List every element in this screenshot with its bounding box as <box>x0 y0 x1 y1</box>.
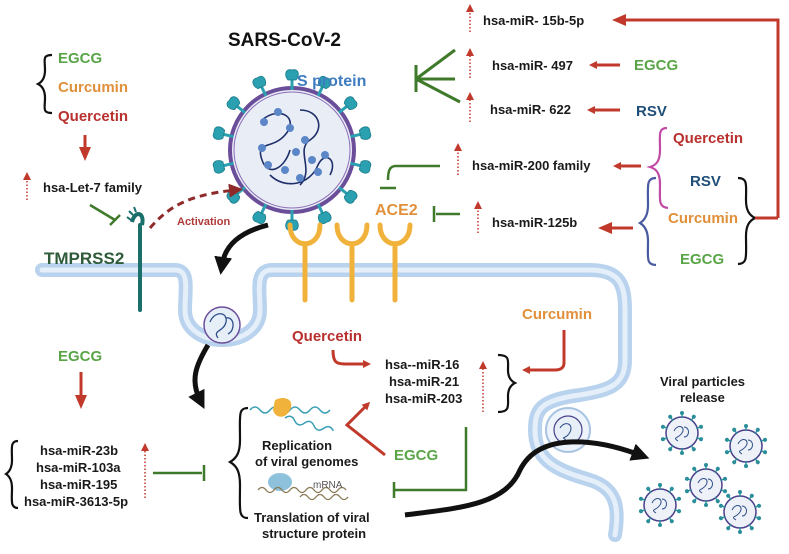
activation-label: Activation <box>177 216 230 228</box>
compound-egcg: EGCG <box>394 447 438 464</box>
brace-icon <box>35 53 53 115</box>
brace-icon <box>737 176 758 266</box>
endocytosis-arrow <box>214 222 269 275</box>
mirna-103a: hsa-miR-103a <box>36 460 121 475</box>
mirna-622: hsa-miR- 622 <box>490 102 571 117</box>
tmprss2-label: TMPRSS2 <box>44 249 124 268</box>
replication-to-mirs-arrow <box>344 401 386 457</box>
compound-egcg: EGCG <box>680 251 724 268</box>
released-virus-icon <box>718 490 762 534</box>
activation-arrow <box>148 183 243 229</box>
inhibition-line <box>395 427 468 492</box>
mrna-translation-icon <box>257 473 349 501</box>
translation-label-1: Translation of viral <box>254 510 370 525</box>
top-left-compound-group: EGCG Curcumin Quercetin hsa-Let-7 family <box>23 50 143 226</box>
endocytosed-virus-icon <box>203 306 241 344</box>
inhibition-bar <box>109 214 121 226</box>
compound-egcg: EGCG <box>634 57 678 74</box>
release-label-1: Viral particles <box>660 374 745 389</box>
rna-replication-icon <box>249 398 334 432</box>
compound-egcg: EGCG <box>58 348 102 365</box>
released-virus-icon <box>660 411 704 455</box>
let7-label: hsa-Let-7 family <box>43 180 143 195</box>
virus-title: SARS-CoV-2 <box>228 30 341 51</box>
compound-quercetin: Quercetin <box>673 130 743 147</box>
mirna-21: hsa-miR-21 <box>389 374 459 389</box>
mirna-23b: hsa-miR-23b <box>40 443 118 458</box>
compound-curcumin: Curcumin <box>668 210 738 227</box>
mirna-200-family: hsa-miR-200 family <box>472 158 591 173</box>
compound-quercetin: Quercetin <box>292 328 362 345</box>
inhibition-line <box>386 164 440 181</box>
quercetin-to-mir16-arrow <box>331 349 371 368</box>
sars-cov2-virus-icon <box>211 69 373 231</box>
mirna-3613-5p: hsa-miR-3613-5p <box>24 494 128 509</box>
compound-curcumin: Curcumin <box>522 306 592 323</box>
released-virus-icon <box>638 483 682 527</box>
s-protein-label: S protein <box>297 73 366 90</box>
mirna-125b: hsa-miR-125b <box>492 215 577 230</box>
mirna-497: hsa-miR- 497 <box>492 58 573 73</box>
mrna-label: mRNA <box>313 480 343 491</box>
mirna-203: hsa-miR-203 <box>385 391 462 406</box>
cell-membrane <box>35 263 632 542</box>
compound-egcg: EGCG <box>58 50 102 67</box>
compound-curcumin: Curcumin <box>58 79 128 96</box>
s-protein-inhibition-fork <box>414 48 461 104</box>
compound-rsv: RSV <box>690 173 721 190</box>
brace-icon <box>497 353 518 414</box>
brace-icon <box>227 406 249 520</box>
brace-icon <box>646 126 669 210</box>
replication-label-2: of viral genomes <box>255 454 358 469</box>
replication-label-1: Replication <box>262 438 332 453</box>
feedback-arrow-15b <box>612 14 780 218</box>
tmprss2-protein-icon <box>126 206 145 312</box>
released-virus-icon <box>724 424 768 468</box>
released-virus-icon <box>684 463 728 507</box>
mirna-16: hsa--miR-16 <box>385 357 459 372</box>
translation-label-2: structure protein <box>262 526 366 541</box>
compound-quercetin: Quercetin <box>58 108 128 125</box>
release-label-2: release <box>680 390 725 405</box>
ace2-receptors <box>287 222 413 303</box>
mirna-195: hsa-miR-195 <box>40 477 117 492</box>
ace2-label: ACE2 <box>375 202 418 219</box>
released-virus-particles <box>638 411 768 534</box>
uncoating-arrow <box>188 343 211 409</box>
brace-icon <box>637 176 657 267</box>
mirna-15b-5p: hsa-miR- 15b-5p <box>483 13 584 28</box>
release-arrow <box>404 439 650 518</box>
curcumin-to-mirs-arrow <box>522 330 566 374</box>
inhibition-line <box>89 203 116 222</box>
compound-rsv: RSV <box>636 103 667 120</box>
brace-icon <box>4 439 19 510</box>
